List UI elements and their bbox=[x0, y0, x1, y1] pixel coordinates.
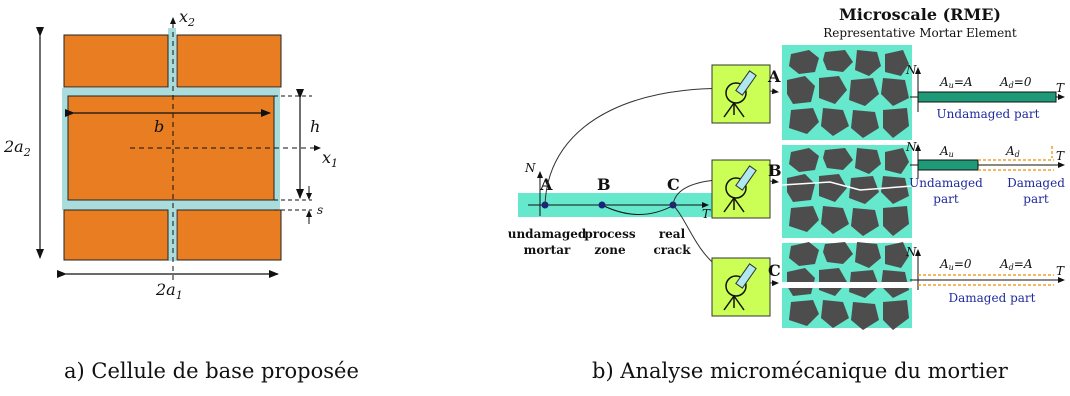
row2-label-damaged-part: part bbox=[1023, 192, 1049, 206]
brick-bottom-left bbox=[63, 209, 169, 261]
scope-a-label: A bbox=[767, 67, 781, 86]
row2-label-damaged: Damaged bbox=[1007, 176, 1065, 190]
row-damaged: N T Au=0 Ad=A Damaged part bbox=[905, 245, 1065, 305]
scope-b-label: B bbox=[768, 161, 782, 180]
joint-t-label: T bbox=[702, 207, 711, 221]
row1-t-label: T bbox=[1056, 81, 1065, 95]
dim-s-label: s bbox=[317, 203, 323, 217]
point-b-label: B bbox=[597, 175, 611, 194]
point-a-label: A bbox=[539, 175, 553, 194]
x1-label: x1 bbox=[322, 148, 338, 170]
row2-au: Au bbox=[939, 144, 954, 159]
panel-a-unit-cell: x2 x1 b h s 2a2 2a1 bbox=[3, 7, 338, 302]
rme-b bbox=[781, 145, 913, 238]
microscale-subtitle: Representative Mortar Element bbox=[823, 26, 1017, 40]
microscope-a bbox=[711, 64, 771, 124]
rme-c bbox=[782, 242, 912, 330]
microscale-title: Microscale (RME) bbox=[839, 5, 1001, 24]
point-b-desc2: zone bbox=[594, 243, 626, 257]
brick-top-left bbox=[63, 34, 169, 88]
row1-n-label: N bbox=[905, 63, 917, 77]
row1-ad: Ad=0 bbox=[999, 75, 1032, 90]
row-partial: N T Au Ad Undamaged part Damaged part bbox=[905, 140, 1065, 206]
point-b-dot bbox=[598, 201, 606, 209]
brick-bottom-right bbox=[176, 209, 282, 261]
row-undamaged: N T Au=A Ad=0 Undamaged part bbox=[905, 63, 1065, 121]
row3-au: Au=0 bbox=[939, 257, 972, 272]
dim-h-label: h bbox=[310, 117, 320, 136]
brick-top-right bbox=[176, 34, 282, 88]
point-a-desc1: undamaged bbox=[508, 227, 587, 241]
row2-n-label: N bbox=[905, 140, 917, 154]
row3-n-label: N bbox=[905, 245, 917, 259]
joint-n-label: N bbox=[524, 161, 536, 175]
rme-b-crack bbox=[781, 181, 913, 191]
row1-au: Au=A bbox=[939, 75, 973, 90]
row2-bar-undamaged bbox=[917, 159, 979, 171]
rme-c-crack bbox=[782, 282, 912, 288]
rme-a bbox=[782, 45, 912, 140]
point-c-desc1: real bbox=[659, 227, 686, 241]
caption-a: a) Cellule de base proposée bbox=[64, 359, 359, 383]
row2-label-undamaged: Undamaged bbox=[909, 176, 983, 190]
scope-c-label: C bbox=[768, 261, 781, 280]
caption-b: b) Analyse micromécanique du mortier bbox=[592, 359, 1009, 383]
panel-b-micromechanics: Microscale (RME) Representative Mortar E… bbox=[508, 5, 1065, 330]
row3-t-label: T bbox=[1056, 264, 1065, 278]
mortar-joint-bottom bbox=[168, 205, 176, 261]
point-c-desc2: crack bbox=[653, 243, 691, 257]
row2-ad: Ad bbox=[1005, 144, 1020, 159]
row1-bar bbox=[917, 91, 1057, 103]
row3-ad: Ad=A bbox=[999, 257, 1033, 272]
microscope-b bbox=[711, 159, 771, 219]
row1-label: Undamaged part bbox=[937, 107, 1040, 121]
dim-b-label: b bbox=[154, 117, 164, 136]
crack-curve bbox=[601, 204, 675, 215]
point-a-desc2: mortar bbox=[524, 243, 571, 257]
point-b-desc1: process bbox=[584, 227, 635, 241]
row2-t-label: T bbox=[1056, 149, 1065, 163]
x2-label: x2 bbox=[179, 7, 195, 29]
row3-label: Damaged part bbox=[949, 291, 1036, 305]
mortar-joint-top bbox=[168, 28, 176, 94]
dim-2a1-label: 2a1 bbox=[155, 280, 183, 302]
row2-label-undamaged-part: part bbox=[933, 192, 959, 206]
point-c-label: C bbox=[667, 175, 680, 194]
dim-2a2-label: 2a2 bbox=[3, 137, 31, 159]
microscope-c bbox=[711, 257, 771, 317]
